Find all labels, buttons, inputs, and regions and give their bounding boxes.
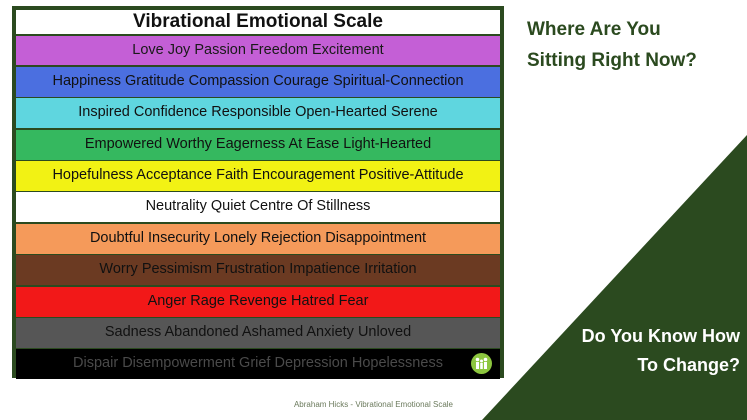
headline-line: Sitting Right Now? <box>527 50 697 71</box>
band-label: Neutrality Quiet Centre Of Stillness <box>145 198 371 215</box>
scale-band: Dispair Disempowerment Grief Depression … <box>16 349 500 380</box>
band-label: Inspired Confidence Responsible Open-Hea… <box>78 104 438 121</box>
band-label: Worry Pessimism Frustration Impatience I… <box>99 261 417 278</box>
scale-band: Hopefulness Acceptance Faith Encourageme… <box>16 161 500 191</box>
scale-title: Vibrational Emotional Scale <box>16 10 500 34</box>
scale-band: Worry Pessimism Frustration Impatience I… <box>16 255 500 286</box>
band-label: Doubtful Insecurity Lonely Rejection Dis… <box>89 229 427 246</box>
headline-line: Where Are You <box>527 19 661 40</box>
footer-caption: Abraham Hicks - Vibrational Emotional Sc… <box>293 400 454 409</box>
scale-band: Empowered Worthy Eagerness At Ease Light… <box>16 129 500 160</box>
band-label: Happiness Gratitude Compassion Courage S… <box>52 72 464 89</box>
scale-band: Neutrality Quiet Centre Of Stillness <box>16 192 500 223</box>
band-label: Dispair Disempowerment Grief Depression … <box>73 355 443 372</box>
headline-line: Do You Know How <box>581 326 740 346</box>
band-label: Anger Rage Revenge Hatred Fear <box>147 292 369 309</box>
headline-where-are-you: Where Are You Sitting Right Now? <box>527 14 737 76</box>
headline-line: To Change? <box>637 355 740 375</box>
band-label: Love Joy Passion Freedom Excitement <box>132 41 384 58</box>
band-label: Empowered Worthy Eagerness At Ease Light… <box>84 135 432 152</box>
headline-do-you-know: Do You Know How To Change? <box>560 322 740 380</box>
scale-band: Sadness Abandoned Ashamed Anxiety Unlove… <box>16 318 500 348</box>
scale-band: Doubtful Insecurity Lonely Rejection Dis… <box>16 223 500 254</box>
emotional-scale-panel: Vibrational Emotional Scale Love Joy Pas… <box>12 6 504 380</box>
people-icon <box>471 353 492 375</box>
scale-band: Anger Rage Revenge Hatred Fear <box>16 286 500 317</box>
band-label: Hopefulness Acceptance Faith Encourageme… <box>52 167 464 184</box>
scale-band: Inspired Confidence Responsible Open-Hea… <box>16 98 500 129</box>
scale-band: Love Joy Passion Freedom Excitement <box>16 35 500 66</box>
scale-band: Happiness Gratitude Compassion Courage S… <box>16 66 500 97</box>
band-label: Sadness Abandoned Ashamed Anxiety Unlove… <box>104 324 412 341</box>
